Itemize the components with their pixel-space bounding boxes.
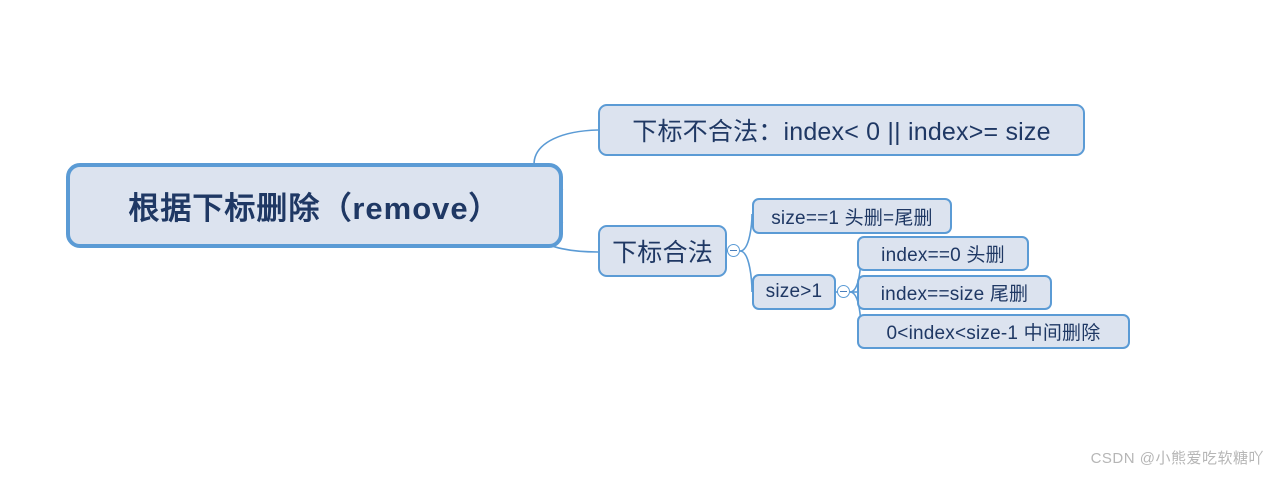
collapse-toggle-valid-index-icon[interactable] — [727, 244, 740, 257]
node-index-eq-size[interactable]: index==size 尾删 — [857, 275, 1052, 310]
edge-valid-index-to-size-gt-1 — [739, 250, 753, 293]
node-index-eq-0[interactable]: index==0 头删 — [857, 236, 1029, 271]
node-root[interactable]: 根据下标删除（remove） — [66, 163, 563, 248]
node-size-eq-1[interactable]: size==1 头删=尾删 — [752, 198, 952, 234]
node-size-gt-1[interactable]: size>1 — [752, 274, 836, 310]
node-valid-index-label: 下标合法 — [612, 239, 713, 267]
collapse-toggle-size-gt-1-icon[interactable] — [837, 285, 850, 298]
node-invalid-index-label: 下标不合法：index< 0 || index>= size — [632, 118, 1051, 146]
edge-valid-index-to-size-eq-1 — [739, 213, 753, 252]
node-size-gt-1-label: size>1 — [765, 281, 823, 302]
node-index-eq-0-label: index==0 头删 — [881, 245, 1005, 266]
node-index-middle-label: 0<index<size-1 中间删除 — [886, 323, 1101, 344]
node-index-middle[interactable]: 0<index<size-1 中间删除 — [857, 314, 1130, 349]
node-index-eq-size-label: index==size 尾删 — [880, 284, 1029, 305]
node-root-label: 根据下标删除（remove） — [128, 191, 501, 226]
node-valid-index[interactable]: 下标合法 — [598, 225, 727, 277]
node-size-eq-1-label: size==1 头删=尾删 — [771, 207, 933, 229]
node-invalid-index[interactable]: 下标不合法：index< 0 || index>= size — [598, 104, 1085, 156]
watermark: CSDN @小熊爱吃软糖吖 — [1090, 450, 1264, 467]
